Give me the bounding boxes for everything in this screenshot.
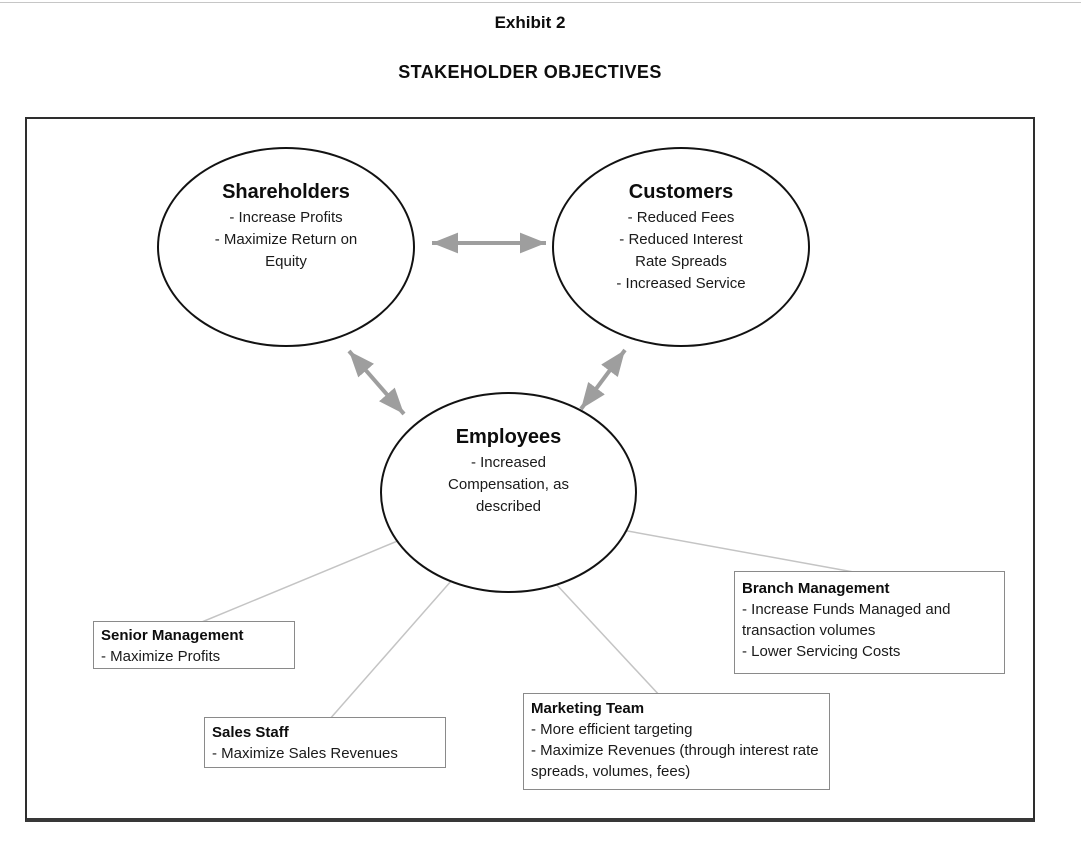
customers-objective: - Reduced Fees <box>627 209 735 226</box>
ellipse-shareholders: Shareholders - Increase Profits - Maximi… <box>157 147 415 347</box>
employees-objective: - Increased Compensation, as described <box>448 454 569 515</box>
branch-management-objective: - Lower Servicing Costs <box>742 643 901 660</box>
senior-management-objective: - Maximize Profits <box>101 648 221 665</box>
customers-objective: - Reduced Interest Rate Spreads <box>619 231 743 270</box>
exhibit-label: Exhibit 2 <box>494 13 566 32</box>
shareholders-objective: - Increase Profits <box>229 209 343 226</box>
marketing-team-title: Marketing Team <box>531 700 645 717</box>
branch-management-objective: - Increase Funds Managed and transaction… <box>742 601 951 639</box>
box-branch-management: Branch Management - Increase Funds Manag… <box>734 571 1005 674</box>
shareholders-title: Shareholders <box>222 181 350 203</box>
marketing-team-objective: - Maximize Revenues (through interest ra… <box>531 742 819 780</box>
customers-title: Customers <box>628 181 734 203</box>
customers-objective: - Increased Service <box>616 275 746 292</box>
marketing-team-objective: - More efficient targeting <box>531 721 693 738</box>
page-title: STAKEHOLDER OBJECTIVES <box>398 62 662 82</box>
sales-staff-objective: - Maximize Sales Revenues <box>212 745 398 762</box>
ellipse-employees: Employees - Increased Compensation, as d… <box>380 392 637 593</box>
diagram-frame <box>25 117 1035 822</box>
sales-staff-title: Sales Staff <box>212 724 289 741</box>
branch-management-title: Branch Management <box>742 580 890 597</box>
top-divider-rule <box>0 2 1081 3</box>
box-senior-management: Senior Management - Maximize Profits <box>93 621 295 669</box>
box-marketing-team: Marketing Team - More efficient targetin… <box>523 693 830 790</box>
senior-management-title: Senior Management <box>101 627 244 644</box>
box-sales-staff: Sales Staff - Maximize Sales Revenues <box>204 717 446 768</box>
employees-title: Employees <box>455 426 562 448</box>
ellipse-customers: Customers - Reduced Fees - Reduced Inter… <box>552 147 810 347</box>
shareholders-objective: - Maximize Return on Equity <box>214 231 358 270</box>
